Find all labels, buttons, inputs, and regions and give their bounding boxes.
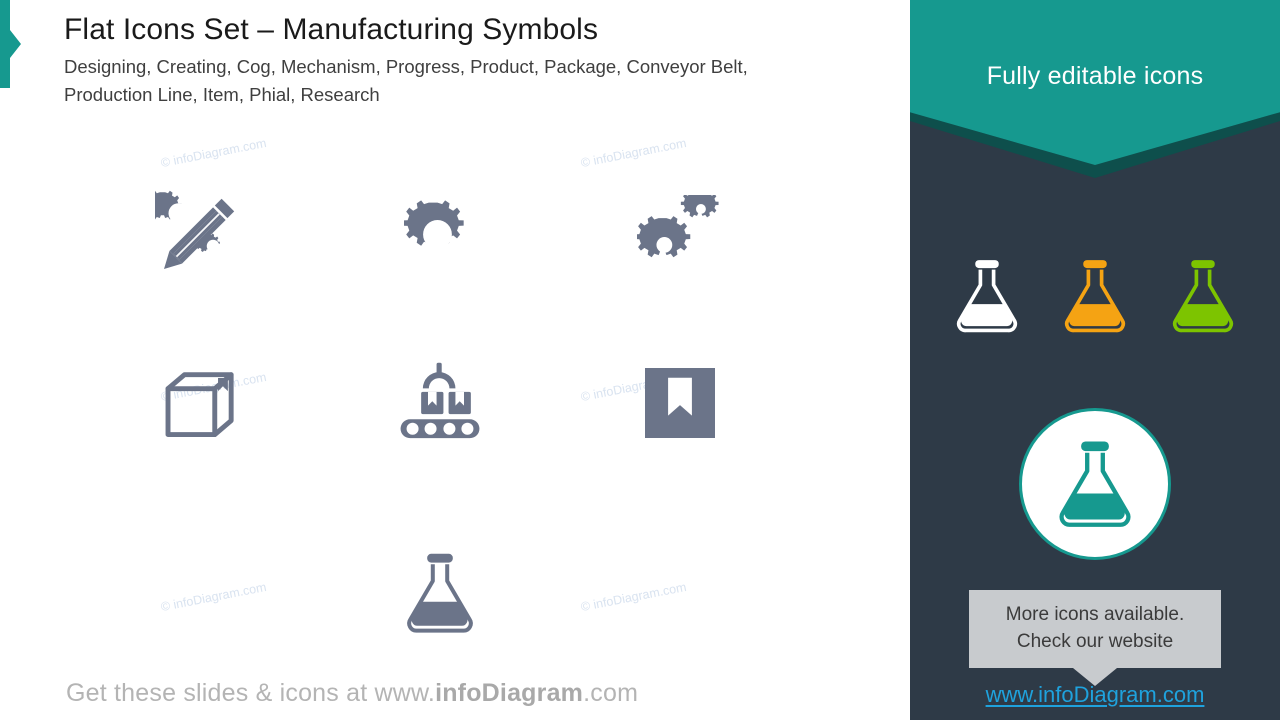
subtitle-line-2: Production Line, Item, Phial, Research (64, 83, 380, 105)
panel-header: Fully editable icons (910, 0, 1280, 178)
subtitle-line-1: Designing, Creating, Cog, Mechanism, Pro… (64, 55, 748, 77)
page-subtitle: Designing, Creating, Cog, Mechanism, Pro… (64, 53, 894, 109)
callout-line-2: Check our website (1016, 630, 1174, 652)
icon-grid: © infoDiagram.com © infoDiagram.com © in… (120, 136, 800, 650)
package-box-icon[interactable] (120, 338, 280, 468)
footer-prefix: Get these slides & icons at www. (66, 679, 436, 707)
page-title: Flat Icons Set – Manufacturing Symbols (64, 13, 599, 46)
watermark: © infoDiagram.com (579, 579, 688, 615)
watermark: © infoDiagram.com (579, 135, 688, 171)
footer-suffix: .com (583, 679, 639, 707)
watermark: © infoDiagram.com (159, 579, 268, 615)
flask-orange-icon[interactable] (1062, 258, 1128, 339)
watermark: © infoDiagram.com (159, 135, 268, 171)
flask-teal-circle-icon[interactable] (1019, 408, 1171, 560)
flask-row (910, 258, 1280, 339)
title-block: Flat Icons Set – Manufacturing Symbols D… (64, 10, 894, 109)
panel-header-title: Fully editable icons (986, 62, 1204, 90)
footer-brand: infoDiagram (435, 679, 584, 707)
left-accent-chevron-icon (10, 30, 21, 58)
footer-text: Get these slides & icons at www.infoDiag… (66, 679, 638, 708)
callout-box: More icons available. Check our website (969, 590, 1221, 668)
cog-icon[interactable] (360, 168, 520, 298)
left-accent-bar (0, 0, 10, 88)
phial-flask-icon[interactable] (360, 528, 520, 658)
flask-green-icon[interactable] (1170, 258, 1236, 339)
designing-pencil-gears-icon[interactable] (120, 168, 280, 298)
mechanism-gears-icon[interactable] (600, 168, 760, 298)
infodiagram-link[interactable]: www.infoDiagram.com (985, 682, 1205, 707)
item-bookmark-icon[interactable] (600, 338, 760, 468)
callout-line-1: More icons available. (1005, 604, 1185, 625)
right-panel: Fully editable icons (910, 0, 1280, 720)
flask-white-icon[interactable] (954, 258, 1020, 339)
conveyor-belt-icon[interactable] (360, 338, 520, 468)
